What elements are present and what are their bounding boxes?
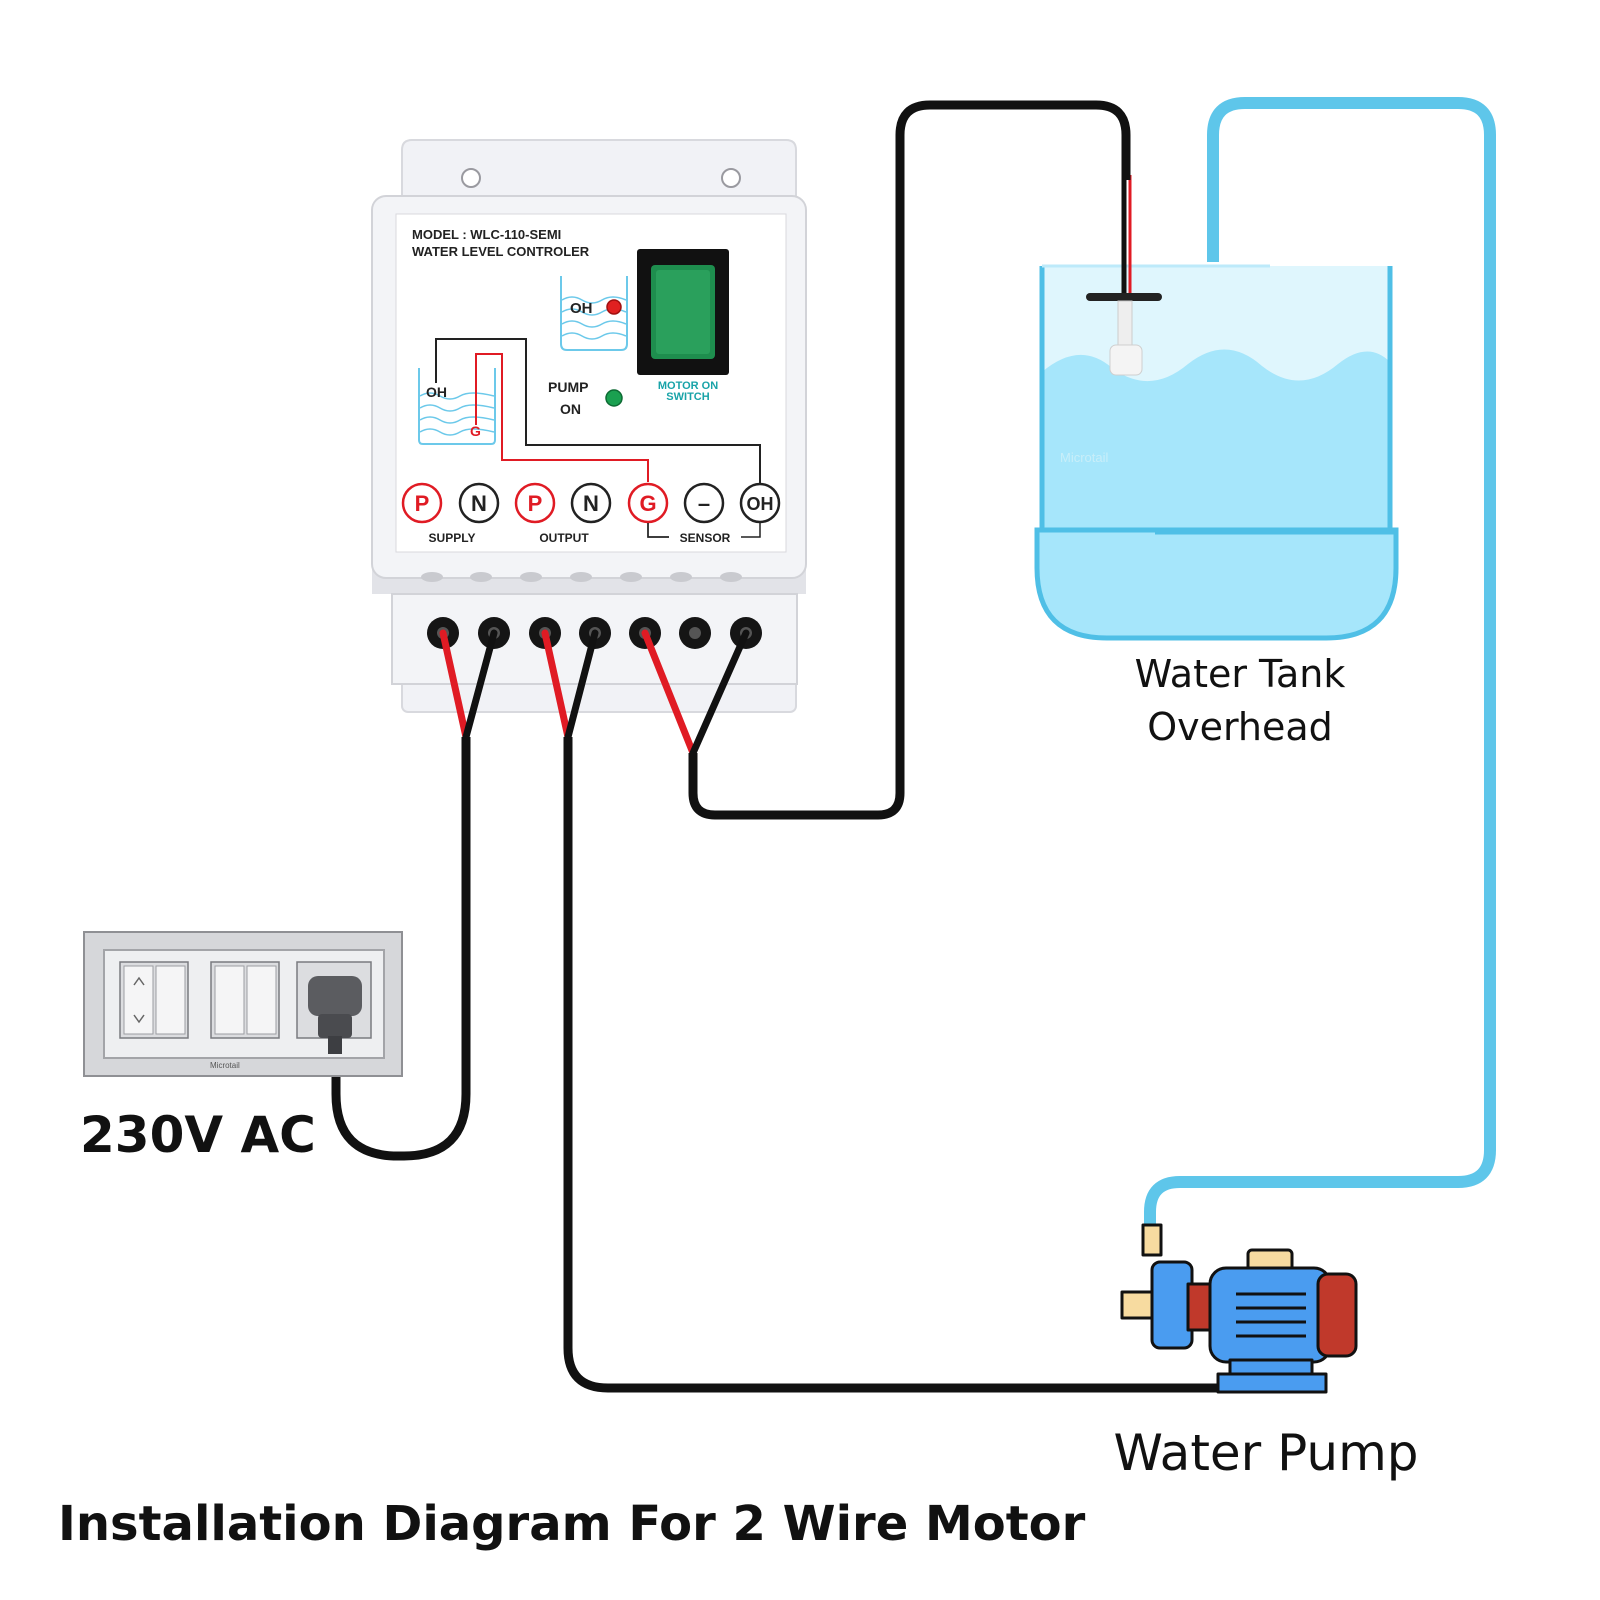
diagram-title: Installation Diagram For 2 Wire Motor bbox=[58, 1496, 1086, 1552]
sensor-wire-black bbox=[689, 629, 750, 757]
group-label-supply: SUPPLY bbox=[429, 531, 476, 545]
supply-wire-black bbox=[462, 629, 498, 741]
tank-label-line1: Water Tank bbox=[1135, 652, 1346, 696]
plug-icon bbox=[308, 976, 362, 1054]
sensor-cable bbox=[688, 100, 1131, 820]
terminal-label-minus: – bbox=[698, 491, 710, 516]
terminal-label-p2: P bbox=[528, 491, 543, 516]
tank-label-line2: Overhead bbox=[1147, 705, 1333, 749]
water-pipe bbox=[1144, 97, 1496, 1225]
sensor-wire-red bbox=[641, 629, 697, 757]
screw-row-top bbox=[421, 572, 742, 582]
pump-on-label-2: ON bbox=[560, 401, 581, 417]
pump-on-led bbox=[605, 389, 623, 407]
supply-wire-red bbox=[439, 629, 470, 741]
oh-indicator-label: OH bbox=[570, 300, 593, 317]
plate-watermark: Microtail bbox=[210, 1061, 240, 1070]
terminal-markings bbox=[401, 482, 781, 524]
supply-cable bbox=[331, 737, 471, 1161]
output-wire-black bbox=[564, 629, 599, 741]
pump-label: Water Pump bbox=[1113, 1424, 1418, 1482]
oh-led bbox=[606, 299, 622, 315]
water-level-controller: MODEL : WLC-110-SEMI WATER LEVEL CONTROL… bbox=[371, 139, 807, 713]
supply-label: 230V AC bbox=[80, 1106, 316, 1164]
graphic-g-label: G bbox=[470, 423, 481, 439]
sensor-wiring-graphic bbox=[418, 338, 761, 500]
motor-on-switch bbox=[637, 249, 729, 375]
group-label-output: OUTPUT bbox=[539, 531, 589, 545]
terminal-label-g: G bbox=[639, 491, 656, 516]
output-wire-red bbox=[541, 629, 572, 741]
oh-tank-icon bbox=[560, 276, 628, 351]
terminal-label-n2: N bbox=[583, 491, 599, 516]
switch-label-2: SWITCH bbox=[666, 391, 709, 403]
pump-on-label-1: PUMP bbox=[548, 379, 588, 395]
tank-watermark: Microtail bbox=[1060, 450, 1109, 465]
water-pump-icon bbox=[1120, 1223, 1358, 1394]
group-label-sensor: SENSOR bbox=[680, 531, 731, 545]
terminal-label-oh: OH bbox=[747, 494, 774, 514]
controller-name: WATER LEVEL CONTROLER bbox=[412, 244, 590, 259]
graphic-oh-label: OH bbox=[426, 384, 447, 400]
terminal-label-p1: P bbox=[415, 491, 430, 516]
switch-label-1: MOTOR ON bbox=[658, 380, 718, 392]
float-switch-icon bbox=[1086, 175, 1162, 376]
model-line: MODEL : WLC-110-SEMI bbox=[412, 227, 561, 242]
terminal-label-n1: N bbox=[471, 491, 487, 516]
water-tank-icon: Microtail bbox=[1034, 264, 1399, 641]
output-cable bbox=[563, 737, 1230, 1393]
